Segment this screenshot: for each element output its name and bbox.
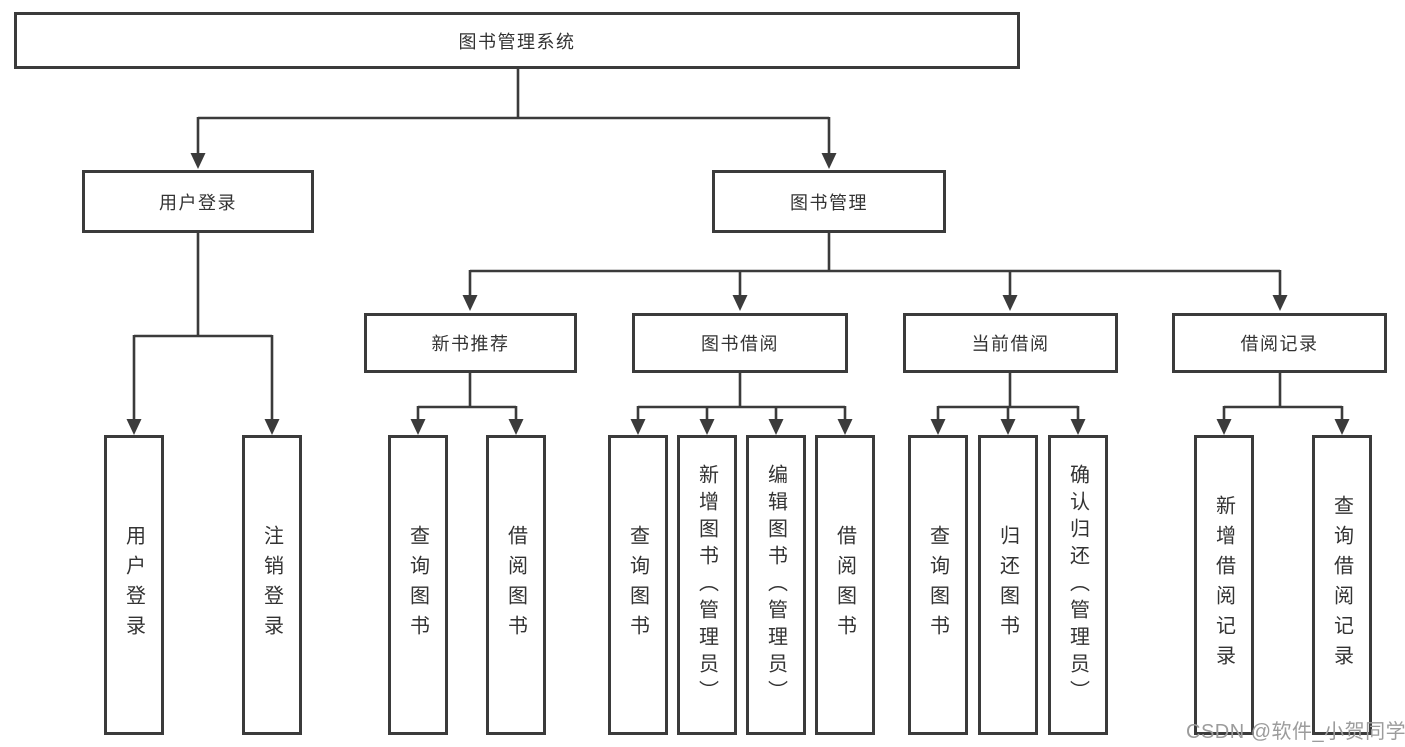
node-label: 新书推荐 [431, 334, 510, 354]
leaf-borrow-books: 借阅图书 [486, 435, 546, 735]
leaf-query-books: 查询图书 [388, 435, 448, 735]
leaf-edit-books-admin: 编辑图书（管理员） [746, 435, 806, 735]
node-new-book-recommend: 新书推荐 [364, 313, 577, 373]
node-label: 注销登录 [260, 525, 283, 645]
node-label: 图书借阅 [701, 334, 779, 354]
node-label: 确认归还（管理员） [1066, 463, 1089, 707]
node-label: 图书管理 [790, 192, 868, 213]
node-label: 用户登录 [159, 192, 237, 213]
csdn-watermark: CSDN @软件_小贺同学 [1186, 721, 1405, 743]
node-label: 查询图书 [626, 525, 649, 645]
leaf-query-books: 查询图书 [908, 435, 968, 735]
node-current-borrowing: 当前借阅 [903, 313, 1118, 373]
leaf-logout: 注销登录 [242, 435, 302, 735]
leaf-add-borrow-record: 新增借阅记录 [1194, 435, 1254, 735]
leaf-query-borrow-record: 查询借阅记录 [1312, 435, 1372, 735]
leaf-add-books-admin: 新增图书（管理员） [677, 435, 737, 735]
node-library-management-system: 图书管理系统 [14, 12, 1020, 69]
node-label: 借阅图书 [833, 525, 856, 645]
leaf-query-books: 查询图书 [608, 435, 668, 735]
node-label: 借阅记录 [1240, 334, 1319, 354]
node-label: 查询图书 [406, 525, 429, 645]
node-label: 新增图书（管理员） [695, 463, 718, 707]
node-label: 图书管理系统 [458, 31, 576, 52]
leaf-user-login: 用户登录 [104, 435, 164, 735]
node-label: 归还图书 [996, 525, 1019, 645]
node-user-login: 用户登录 [82, 170, 314, 233]
node-label: 查询借阅记录 [1330, 495, 1353, 675]
leaf-borrow-books: 借阅图书 [815, 435, 875, 735]
node-label: 用户登录 [122, 525, 145, 645]
node-label: 当前借阅 [971, 334, 1050, 354]
node-label: 查询图书 [926, 525, 949, 645]
node-book-management: 图书管理 [712, 170, 946, 233]
leaf-return-books: 归还图书 [978, 435, 1038, 735]
node-borrowing-records: 借阅记录 [1172, 313, 1387, 373]
node-label: 编辑图书（管理员） [764, 463, 787, 707]
leaf-confirm-return-admin: 确认归还（管理员） [1048, 435, 1108, 735]
node-label: 新增借阅记录 [1212, 495, 1235, 675]
node-label: 借阅图书 [504, 525, 527, 645]
node-book-borrowing: 图书借阅 [632, 313, 848, 373]
